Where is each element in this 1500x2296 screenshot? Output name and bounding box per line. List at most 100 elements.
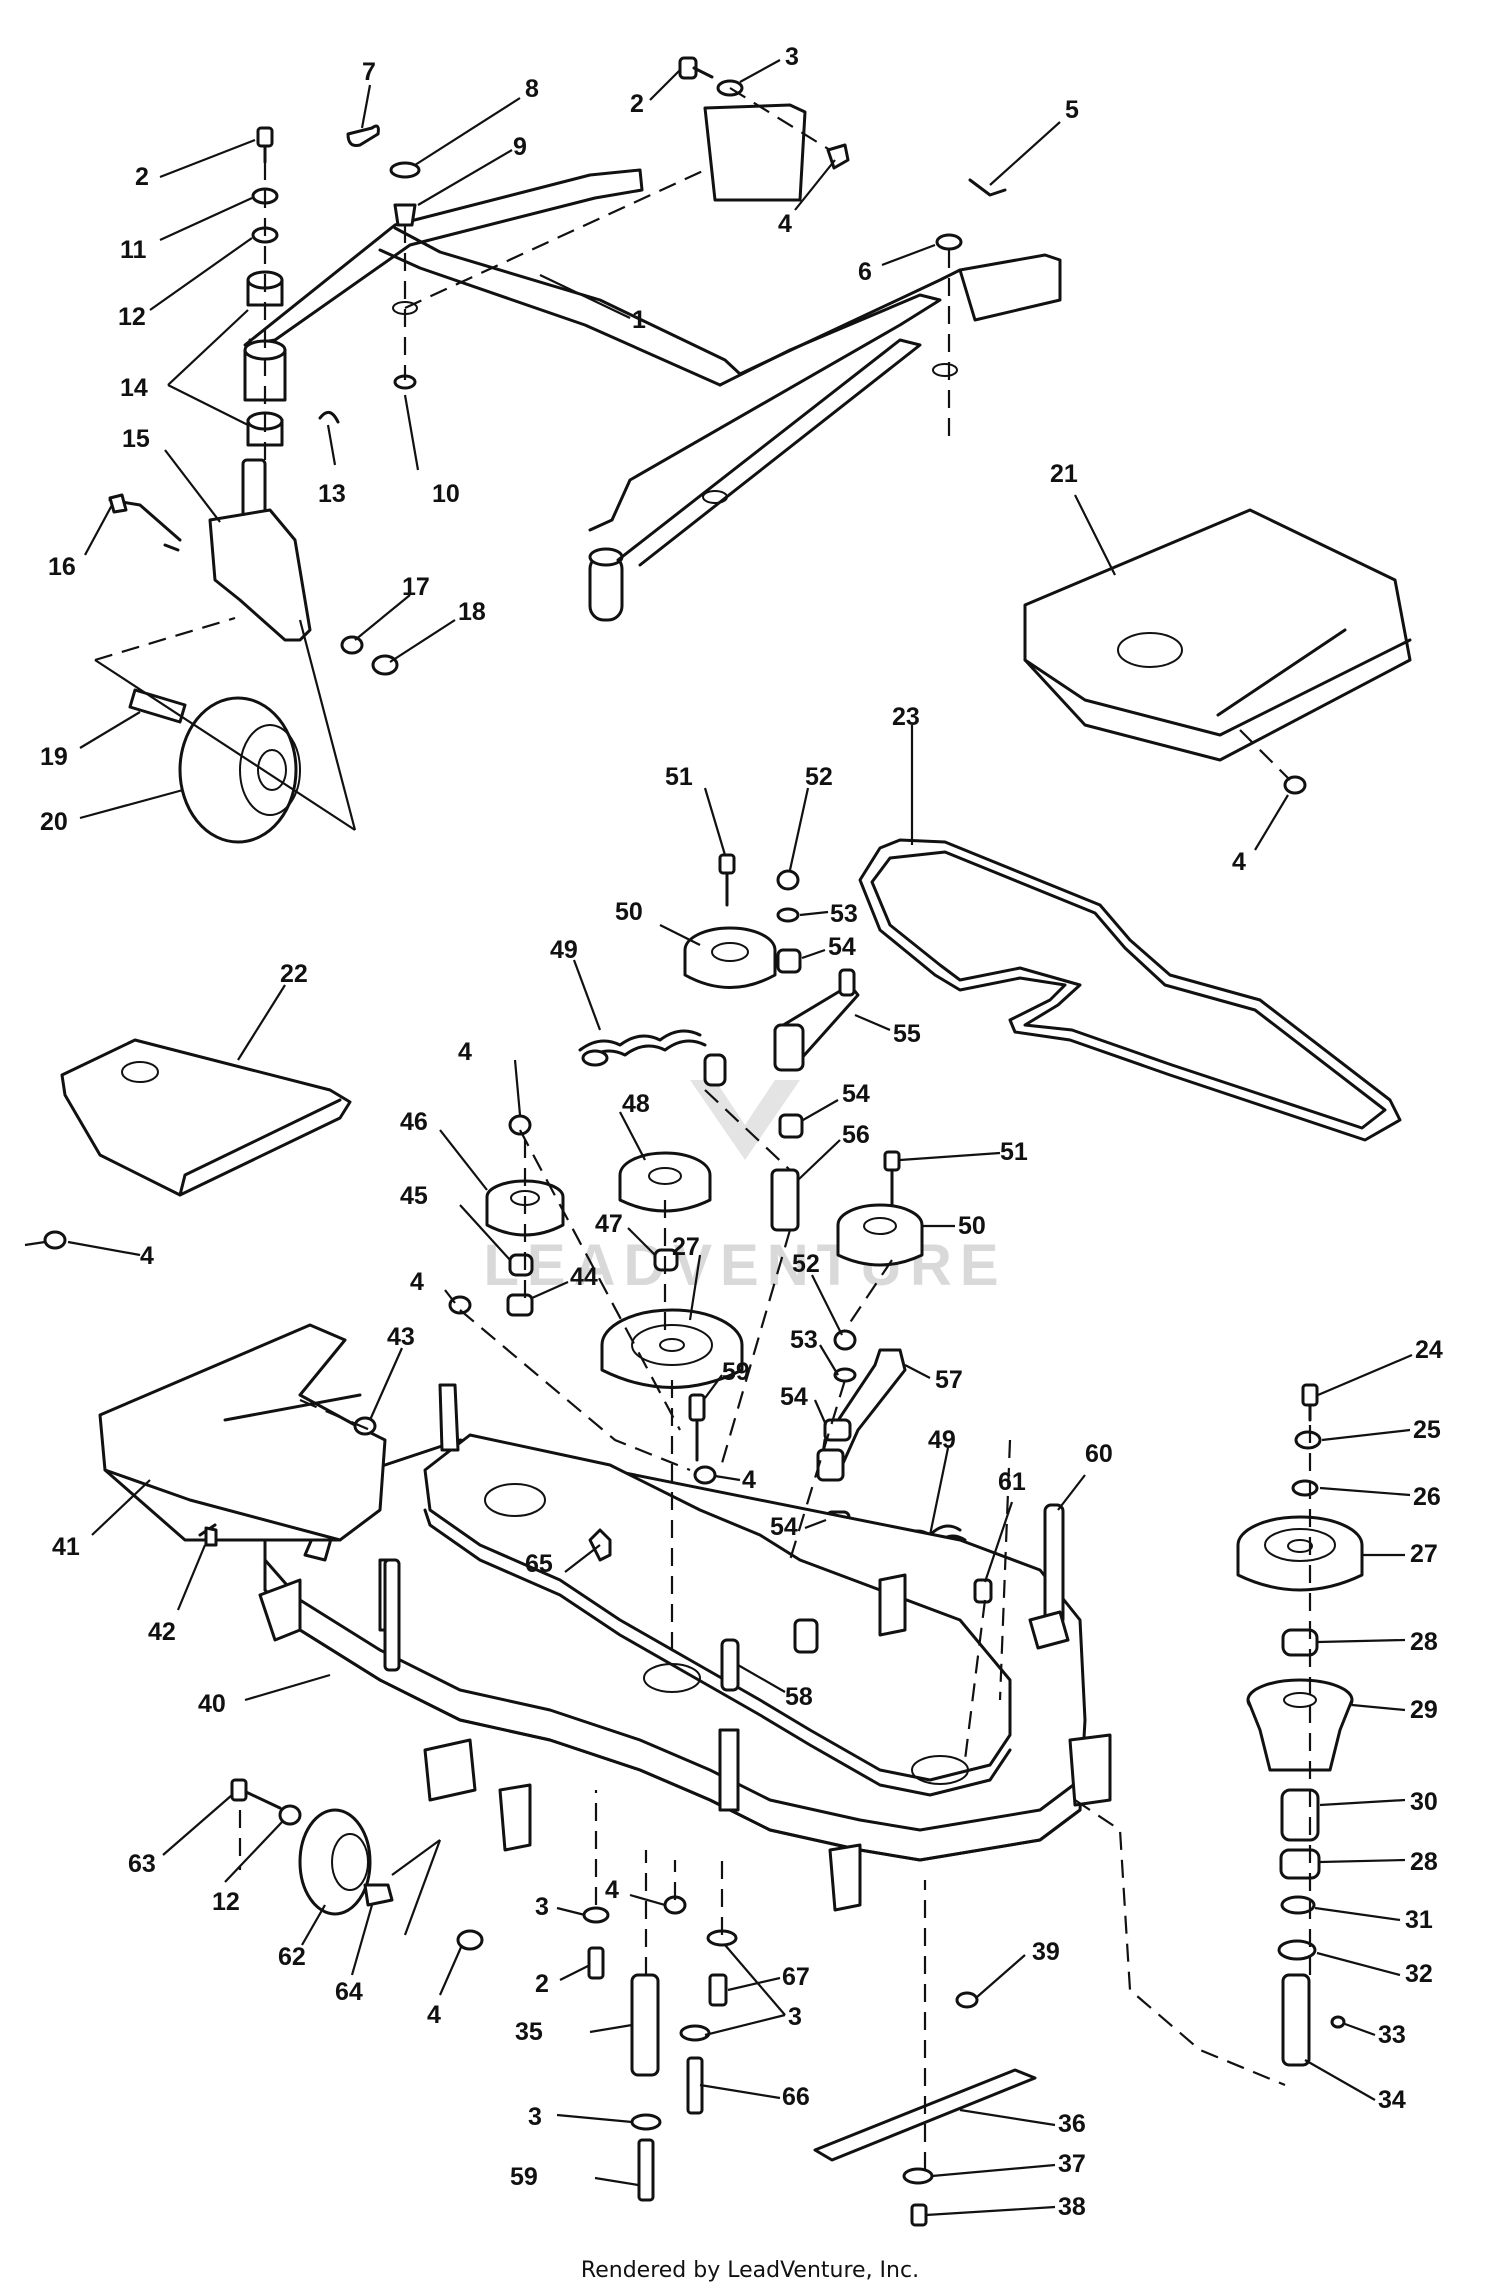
callout-26: 26: [1413, 1483, 1441, 1511]
callout-51b: 51: [1000, 1138, 1028, 1166]
callout-30: 30: [1410, 1788, 1438, 1816]
callout-28: 28: [1410, 1628, 1438, 1656]
callout-37: 37: [1058, 2150, 1086, 2178]
callout-2: 2: [135, 163, 149, 191]
callout-40: 40: [198, 1690, 226, 1718]
drive-belt-23: [858, 838, 1402, 1142]
hardware-upper: [243, 56, 1007, 447]
callout-55: 55: [893, 1020, 921, 1048]
anti-scalp-wheel: [230, 1778, 484, 1951]
callout-51: 51: [665, 763, 693, 791]
callout-20: 20: [40, 808, 68, 836]
caster-assembly: [94, 458, 399, 844]
watermark-logo: [690, 1080, 800, 1160]
idler-arm-57: [793, 1329, 967, 1602]
callout-4b: 4: [605, 1876, 619, 1904]
callout-17: 17: [402, 573, 430, 601]
callout-57: 57: [935, 1366, 963, 1394]
callout-50b: 50: [958, 1212, 986, 1240]
callout-67: 67: [782, 1963, 810, 1991]
callout-24: 24: [1415, 1336, 1443, 1364]
callout-7: 7: [362, 58, 376, 86]
callout-54: 54: [828, 933, 856, 961]
callouts: 1 2 2 3 4 5 6 7 8 9 10 11 12 13 14 15 16…: [40, 43, 1443, 2221]
callout-46: 46: [400, 1108, 428, 1136]
callout-50: 50: [615, 898, 643, 926]
callout-3b: 3: [788, 2003, 802, 2031]
mower-deck-40: [258, 1383, 1112, 1912]
callout-4e: 4: [458, 1038, 472, 1066]
callout-38: 38: [1058, 2193, 1086, 2221]
spindle-cover-22: [24, 1038, 352, 1250]
callout-61: 61: [998, 1468, 1026, 1496]
callout-56: 56: [842, 1121, 870, 1149]
discharge-chute-41: [98, 1323, 387, 1547]
callout-47: 47: [595, 1210, 623, 1238]
under-deck-hardware: [582, 1895, 1037, 2227]
spindle-assembly-right: [1236, 1383, 1364, 2067]
callout-16: 16: [48, 553, 76, 581]
belt-cover-21: [1023, 508, 1412, 795]
callout-2c: 2: [535, 1970, 549, 1998]
callout-63: 63: [128, 1850, 156, 1878]
callout-3: 3: [785, 43, 799, 71]
callout-65: 65: [525, 1550, 553, 1578]
callout-2b: 2: [630, 90, 644, 118]
callout-19: 19: [40, 743, 68, 771]
frame-part-1: [243, 103, 1062, 622]
callout-4: 4: [778, 210, 792, 238]
callout-54d: 54: [770, 1513, 798, 1541]
callout-49b: 49: [928, 1426, 956, 1454]
callout-53: 53: [830, 900, 858, 928]
callout-4h: 4: [140, 1242, 154, 1270]
callout-28b: 28: [1410, 1848, 1438, 1876]
callout-44: 44: [570, 1263, 598, 1291]
callout-1: 1: [632, 306, 646, 334]
callout-54b: 54: [842, 1080, 870, 1108]
callout-45: 45: [400, 1182, 428, 1210]
callout-15: 15: [122, 425, 150, 453]
callout-33: 33: [1378, 2021, 1406, 2049]
callout-49: 49: [550, 936, 578, 964]
callout-14: 14: [120, 374, 148, 402]
callout-4f: 4: [742, 1466, 756, 1494]
callout-4g: 4: [1232, 848, 1246, 876]
callout-21: 21: [1050, 460, 1078, 488]
callout-12: 12: [118, 303, 146, 331]
callout-60: 60: [1085, 1440, 1113, 1468]
callout-27b: 27: [672, 1233, 700, 1261]
callout-52: 52: [805, 763, 833, 791]
callout-58: 58: [785, 1683, 813, 1711]
callout-3c: 3: [535, 1893, 549, 1921]
callout-53b: 53: [790, 1326, 818, 1354]
callout-43: 43: [387, 1323, 415, 1351]
callout-32: 32: [1405, 1960, 1433, 1988]
callout-41: 41: [52, 1533, 80, 1561]
callout-64: 64: [335, 1978, 363, 2006]
callout-10: 10: [432, 480, 460, 508]
callout-11: 11: [120, 236, 147, 264]
deck-posts: [383, 1295, 1070, 1692]
callout-31: 31: [1405, 1906, 1433, 1934]
callout-12b: 12: [212, 1888, 240, 1916]
footer-credit: Rendered by LeadVenture, Inc.: [580, 2258, 920, 2283]
callout-42: 42: [148, 1618, 176, 1646]
watermark: LEADVENTURE: [483, 1233, 1006, 1298]
idler-arm-assembly: [578, 853, 860, 1232]
callout-62: 62: [278, 1943, 306, 1971]
pulleys-center: [485, 1114, 924, 1389]
callout-59: 59: [722, 1358, 750, 1386]
callout-13: 13: [318, 480, 346, 508]
callout-9: 9: [513, 133, 527, 161]
callout-29: 29: [1410, 1696, 1438, 1724]
callout-54c: 54: [780, 1383, 808, 1411]
callout-6: 6: [858, 258, 872, 286]
callout-35: 35: [515, 2018, 543, 2046]
callout-27: 27: [1410, 1540, 1438, 1568]
callout-4d: 4: [410, 1268, 424, 1296]
callout-18: 18: [458, 598, 486, 626]
callout-23: 23: [892, 703, 920, 731]
callout-36: 36: [1058, 2110, 1086, 2138]
callout-4c: 4: [427, 2001, 441, 2029]
